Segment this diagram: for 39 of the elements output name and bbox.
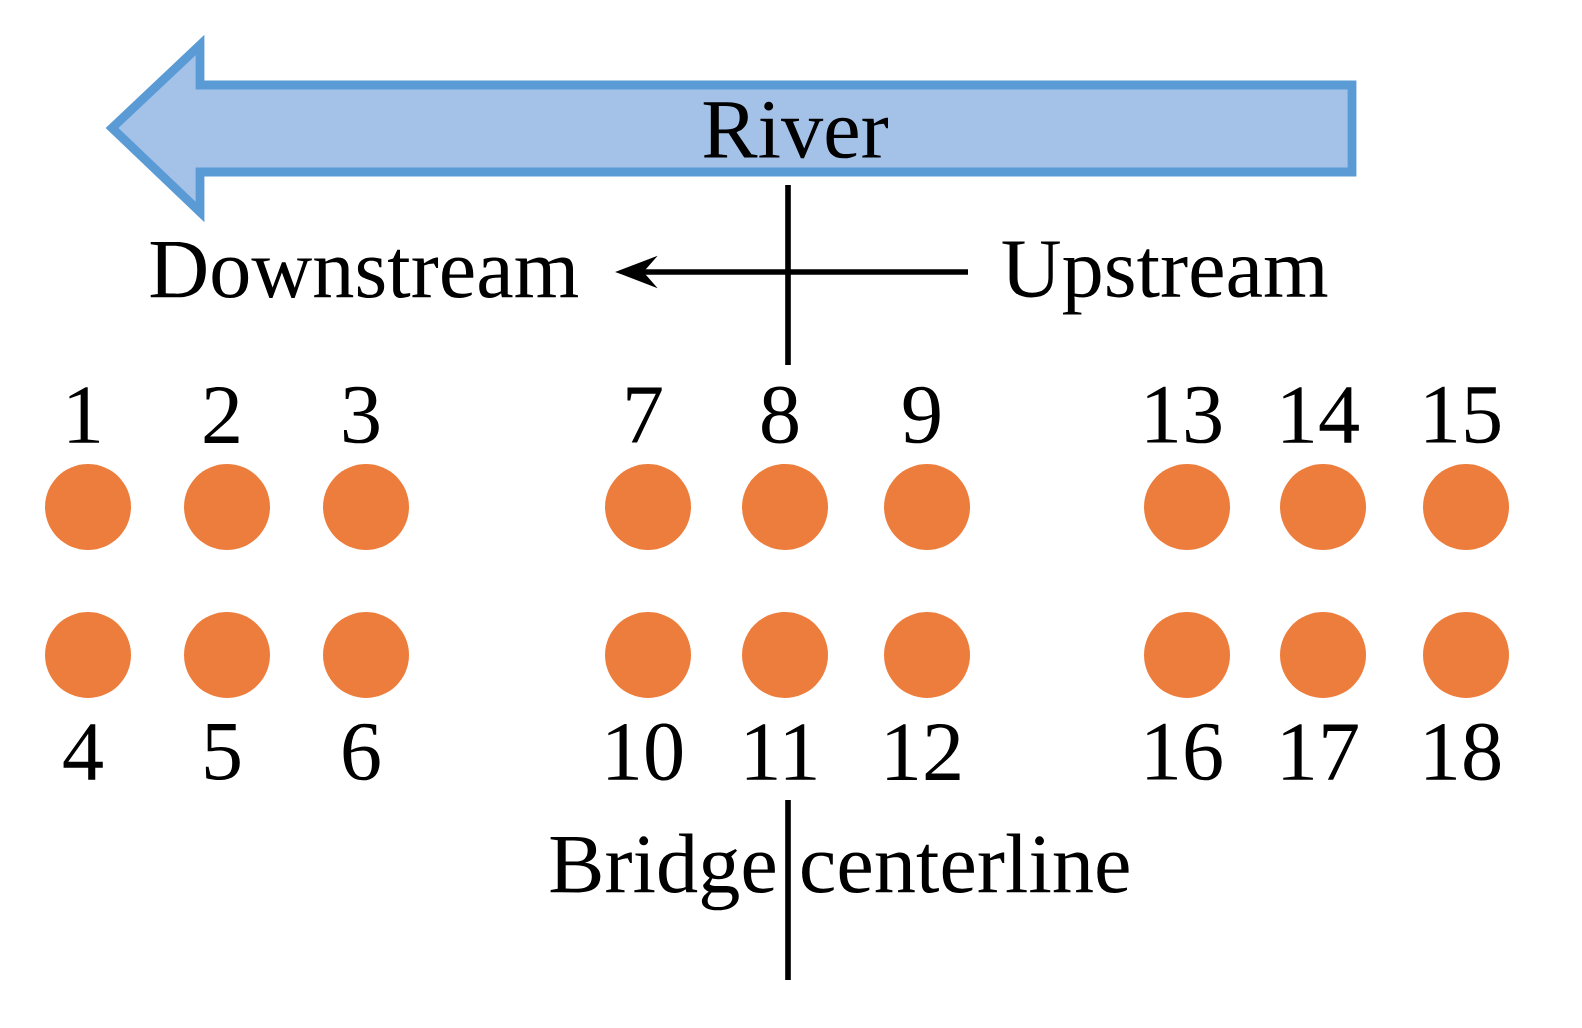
point-number: 5 (205, 723, 240, 781)
point-number: 18 (1426, 723, 1500, 781)
measurement-point (884, 464, 970, 550)
measurement-point (884, 612, 970, 698)
point-number: 15 (1426, 386, 1500, 444)
measurement-point (605, 464, 691, 550)
point-number: 17 (1283, 724, 1358, 780)
point-number: 1 (69, 387, 99, 443)
point-number: 16 (1147, 723, 1222, 781)
measurement-point (45, 612, 131, 698)
measurement-point (742, 612, 828, 698)
measurement-point (1423, 612, 1509, 698)
measurement-point (1144, 464, 1230, 550)
point-number: 7 (627, 387, 662, 443)
measurement-point (1280, 464, 1366, 550)
point-number: 9 (903, 386, 940, 444)
measurement-point (742, 464, 828, 550)
point-number: 11 (746, 724, 816, 780)
measurement-point (323, 612, 409, 698)
measurement-point (1144, 612, 1230, 698)
label: Upstream (1002, 241, 1328, 315)
measurement-point (45, 464, 131, 550)
point-number: 10 (608, 723, 682, 781)
measurement-point (184, 464, 270, 550)
point-number: 6 (343, 723, 380, 781)
point-number: 14 (1283, 387, 1359, 443)
measurement-point (323, 464, 409, 550)
measurement-point (605, 612, 691, 698)
point-number: 3 (343, 386, 379, 444)
label: Bridge centerline (550, 833, 1129, 911)
point-number: 8 (762, 386, 798, 444)
point-number: 13 (1147, 386, 1221, 444)
point-number: 2 (204, 387, 239, 443)
point-number: 12 (887, 724, 960, 780)
measurement-point (184, 612, 270, 698)
point-number: 4 (63, 724, 103, 780)
measurement-point (1280, 612, 1366, 698)
measurement-point (1423, 464, 1509, 550)
label: Downstream (150, 241, 578, 299)
